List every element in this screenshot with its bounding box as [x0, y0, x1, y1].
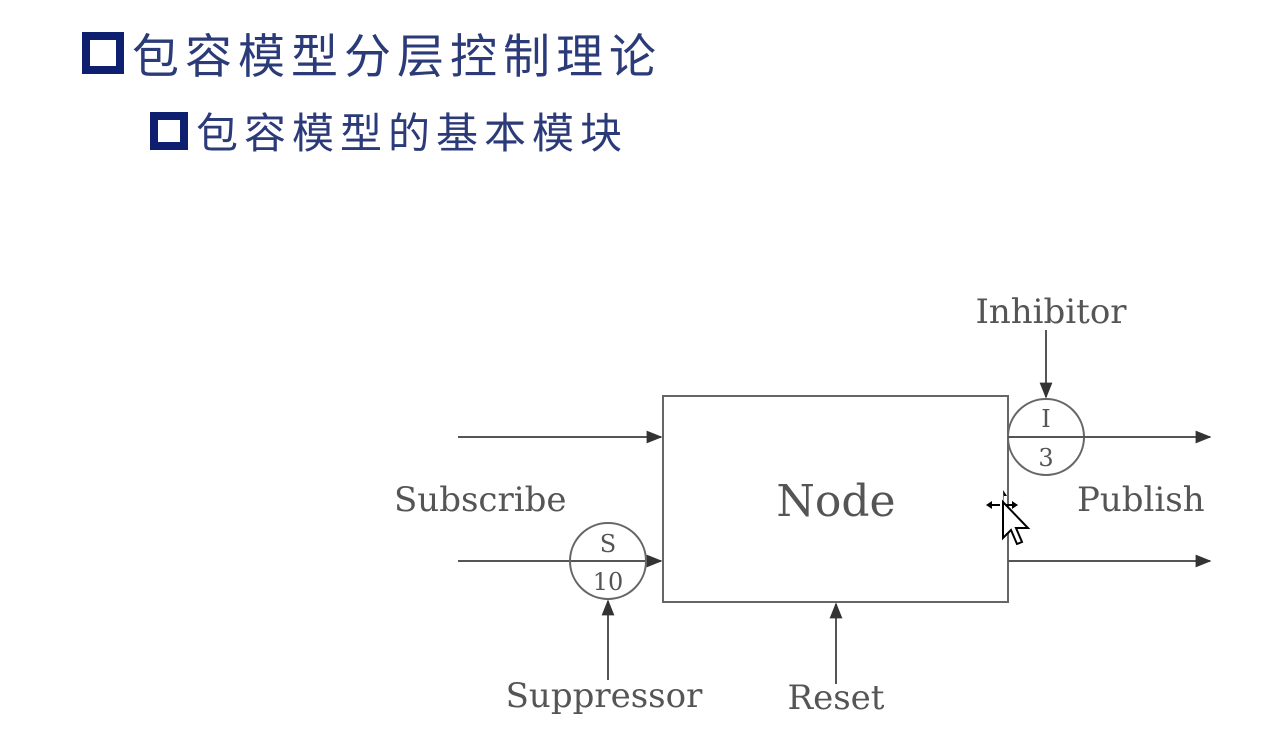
suppressor-letter: S [600, 530, 616, 558]
slide-title: 包容模型分层控制理论 [82, 18, 662, 87]
publish-label: Publish [1077, 480, 1205, 520]
suppressor-value: 10 [593, 568, 624, 596]
node-box [662, 395, 1009, 603]
node-label: Node [776, 476, 895, 527]
inhibitor-label: Inhibitor [975, 292, 1127, 332]
square-bullet-icon [82, 31, 124, 74]
square-bullet-icon [150, 111, 188, 150]
suppressor-label: Suppressor [506, 676, 703, 716]
inhibitor-value: 3 [1038, 444, 1053, 472]
slide-subtitle: 包容模型的基本模块 [150, 100, 628, 161]
subscribe-label: Subscribe [394, 480, 566, 520]
move-cursor-icon [986, 490, 1031, 546]
slide-subtitle-text: 包容模型的基本模块 [196, 109, 629, 158]
suppressor-node [569, 522, 647, 600]
inhibitor-letter: I [1041, 405, 1050, 433]
slide-title-text: 包容模型分层控制理论 [132, 30, 662, 85]
reset-label: Reset [788, 678, 885, 718]
